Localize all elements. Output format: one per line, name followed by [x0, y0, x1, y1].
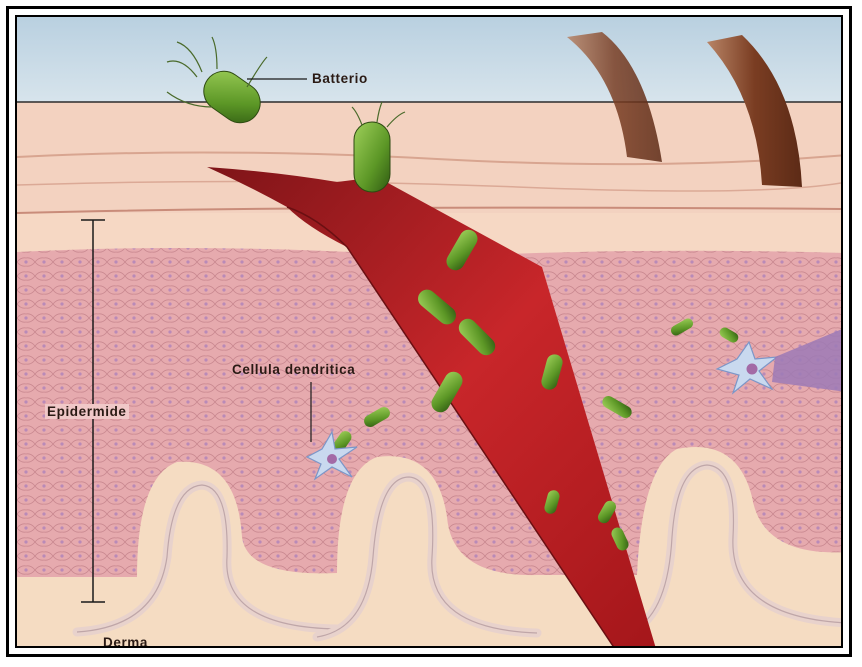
outer-frame: Batterio Cellula dendritica Epidermide D…: [6, 6, 852, 657]
illustration-area: Batterio Cellula dendritica Epidermide D…: [15, 15, 843, 648]
air-background: [17, 17, 843, 102]
skin-wound-illustration: [17, 17, 843, 648]
label-epidermide: Epidermide: [45, 404, 129, 419]
label-cellula-dendritica: Cellula dendritica: [232, 362, 355, 377]
label-batterio: Batterio: [312, 71, 368, 86]
label-derma: Derma: [103, 635, 148, 648]
